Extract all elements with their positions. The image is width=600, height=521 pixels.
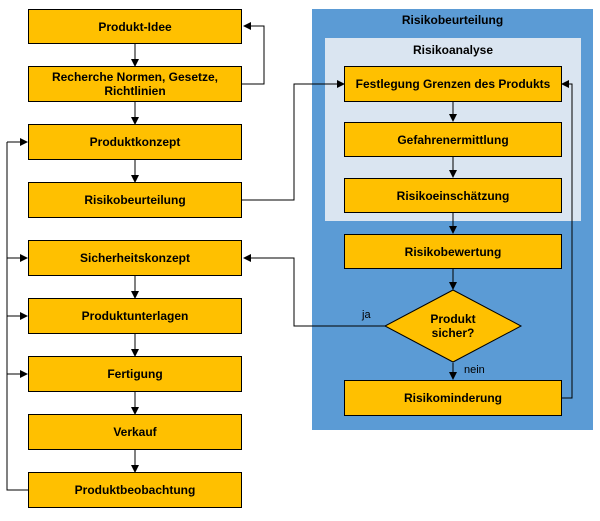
yes-label: ja	[362, 309, 371, 321]
box-produktkonzept: Produktkonzept	[28, 124, 242, 160]
box-risikobeurteilung: Risikobeurteilung	[28, 182, 242, 218]
box-risikominderung: Risikominderung	[344, 380, 562, 416]
box-gefahrenermittlung: Gefahrenermittlung	[344, 122, 562, 157]
no-label: nein	[464, 364, 485, 376]
risikobeurteilung-panel-title: Risikobeurteilung	[401, 13, 504, 27]
box-produktunterlagen: Produktunterlagen	[28, 298, 242, 334]
box-produktbeobachtung: Produktbeobachtung	[28, 472, 242, 508]
arrow-ja-sicherheitskonzept	[243, 254, 385, 327]
risikoanalyse-panel-title: Risikoanalyse	[412, 43, 494, 57]
box-sicherheitskonzept: Sicherheitskonzept	[28, 240, 242, 276]
decision-diamond	[383, 289, 523, 363]
box-festlegung-grenzen: Festlegung Grenzen des Produkts	[344, 66, 562, 102]
box-risikobewertung: Risikobewertung	[344, 234, 562, 269]
box-fertigung: Fertigung	[28, 356, 242, 392]
arrow-beurteilung-festlegung	[242, 80, 345, 201]
box-produkt-idee: Produkt-Idee	[28, 9, 242, 44]
box-verkauf: Verkauf	[28, 414, 242, 450]
arrow-recherche-loop	[242, 22, 265, 85]
arrow-minderung-loop	[561, 80, 573, 399]
box-recherche: Recherche Normen, Gesetze, Richtlinien	[28, 66, 242, 102]
decision-label: Produkt sicher?	[430, 312, 476, 340]
box-risikoeinschaetzung: Risikoeinschätzung	[344, 178, 562, 213]
